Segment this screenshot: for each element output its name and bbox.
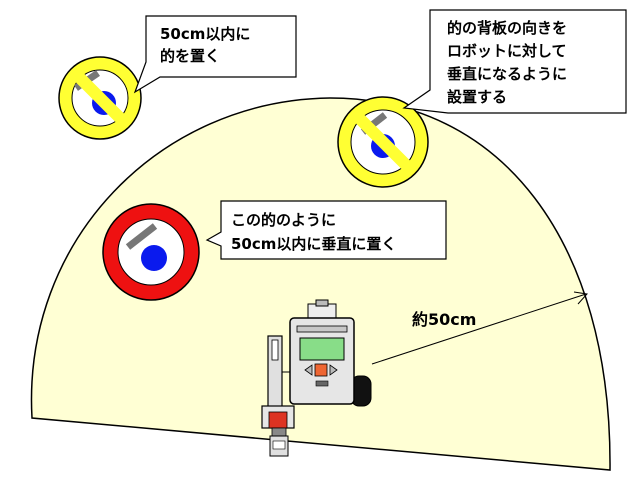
callout-line: 的を置く [160, 47, 220, 65]
callout-line: ロボットに対して [447, 42, 567, 60]
callout-top-right: 的の背板の向きを ロボットに対して 垂直になるように 設置する [402, 9, 627, 114]
callout-middle: この的のように 50cm以内に垂直に置く [205, 200, 447, 260]
callout-line: 50cm以内に垂直に置く [231, 235, 396, 253]
distance-label: 約50cm [412, 310, 476, 329]
target-dot-icon [141, 245, 167, 271]
prohibition-sign-icon [58, 56, 142, 140]
callout-line: 的の背板の向きを [447, 19, 567, 37]
callout-line: 垂直になるように [447, 65, 567, 83]
callout-line: この的のように [231, 211, 336, 229]
target-plate-icon [125, 223, 158, 250]
callout-line: 設置する [447, 88, 507, 106]
callout-top-left: 50cm以内に 的を置く [133, 15, 297, 94]
distance-arrow [371, 291, 588, 365]
target-icon [102, 203, 200, 301]
reach-area [30, 97, 611, 471]
callout-line: 50cm以内に [160, 25, 250, 43]
robot-icon [261, 299, 372, 457]
prohibition-sign-icon [337, 96, 429, 188]
